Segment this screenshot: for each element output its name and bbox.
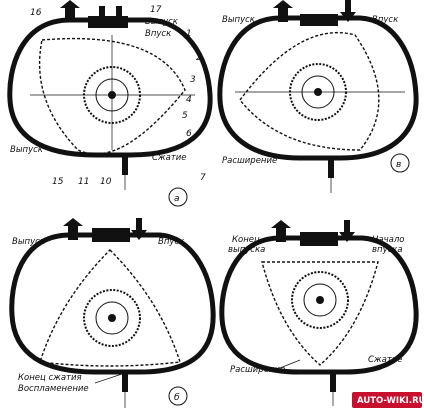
label-vpusk-v: Впуск xyxy=(372,15,399,25)
label-vosplamenenie-b: Воспламенение xyxy=(18,384,89,394)
panel-g: Конец выпуска Начало впуска Расширение С… xyxy=(219,220,419,406)
label-vypusk-v: Выпуск xyxy=(222,15,256,25)
panel-letter-circle-b xyxy=(168,386,188,406)
leader-g xyxy=(279,359,301,369)
exhaust-arrow-v xyxy=(273,0,293,22)
intake-arrow-v xyxy=(340,0,356,22)
num-11: 11 xyxy=(78,177,89,187)
panel-v: Выпуск Впуск Расширение в xyxy=(217,0,419,193)
rotor-v xyxy=(239,31,380,151)
leader-b xyxy=(94,373,123,384)
exhaust-arrow-b xyxy=(63,218,83,240)
intake-arrow-g xyxy=(339,220,355,242)
watermark-text: AUTO-WIKI.RU xyxy=(357,396,424,406)
num-7: 7 xyxy=(200,173,206,183)
num-1: 1 xyxy=(186,29,192,39)
exhaust-arrow-a xyxy=(60,0,80,22)
num-2: 2 xyxy=(196,53,202,63)
exhaust-arrow-g xyxy=(271,220,291,242)
label-vypusk-left-a: Выпуск xyxy=(10,145,44,155)
panel-letter-circle-a xyxy=(168,187,188,207)
spark-plug-a xyxy=(122,153,128,175)
label-konets-g: Конец xyxy=(232,235,260,245)
label-vpusk-b: Впуск xyxy=(158,237,185,247)
num-15: 15 xyxy=(52,177,64,187)
label-vpusk-a: Впуск xyxy=(145,29,172,39)
intake-pipe-a xyxy=(99,6,105,18)
panel-letter-v: в xyxy=(396,160,401,170)
label-vypuska-g: выпуска xyxy=(228,245,265,255)
num-3: 3 xyxy=(190,75,196,85)
label-szhatie-g: Сжатие xyxy=(368,355,403,365)
label-rasshirenie-v: Расширение xyxy=(222,156,277,166)
label-szhatie-a: Сжатие xyxy=(152,153,187,163)
rotor-b xyxy=(39,249,181,367)
panel-b: Выпуск Впуск Конец сжатия Воспламенение … xyxy=(9,218,216,408)
spark-plug-v xyxy=(328,156,334,178)
intake-pipe-2-a xyxy=(116,6,122,18)
panel-a: 16 17 Выпуск Впуск 1 2 3 4 5 6 Выпуск Сж… xyxy=(7,0,213,207)
gear-ring-g xyxy=(291,271,349,329)
spark-plug-b xyxy=(122,370,128,392)
intake-port-g xyxy=(300,232,338,246)
label-vypusk-b: Выпуск xyxy=(12,237,46,247)
watermark-bg xyxy=(352,392,422,408)
rotor-g xyxy=(261,261,379,366)
label-vypusk-top-a: Выпуск xyxy=(145,17,179,27)
gear-ring-b xyxy=(83,289,141,347)
label-konets-szhatiya-b: Конец сжатия xyxy=(18,373,82,383)
num-16: 16 xyxy=(30,8,42,18)
panel-letter-b: б xyxy=(174,393,180,403)
spark-plug-g xyxy=(330,370,336,392)
housing-b xyxy=(9,232,216,375)
num-17: 17 xyxy=(150,5,162,15)
panel-letter-a: а xyxy=(174,194,180,204)
label-nachalo-g: Начало xyxy=(372,235,404,245)
housing-v xyxy=(217,15,419,161)
intake-arrow-b xyxy=(131,218,147,240)
intake-port-b xyxy=(92,228,130,242)
housing-a xyxy=(7,17,213,158)
num-5: 5 xyxy=(182,111,188,121)
housing-g xyxy=(219,235,419,375)
shaft-b xyxy=(108,314,116,322)
gear-inner-b xyxy=(95,301,129,335)
label-rasshirenie-g: Расширение xyxy=(230,365,285,375)
num-10: 10 xyxy=(100,177,112,187)
panel-letter-circle-v xyxy=(390,153,410,173)
watermark: AUTO-WIKI.RU xyxy=(352,392,424,408)
label-vpuska-g: впуска xyxy=(372,245,403,255)
shaft-g xyxy=(316,296,324,304)
intake-port-a xyxy=(88,16,128,28)
num-4: 4 xyxy=(186,95,192,105)
gear-inner-g xyxy=(303,283,337,317)
num-6: 6 xyxy=(186,129,192,139)
intake-port-v xyxy=(300,14,338,26)
rotor-a xyxy=(38,37,186,155)
